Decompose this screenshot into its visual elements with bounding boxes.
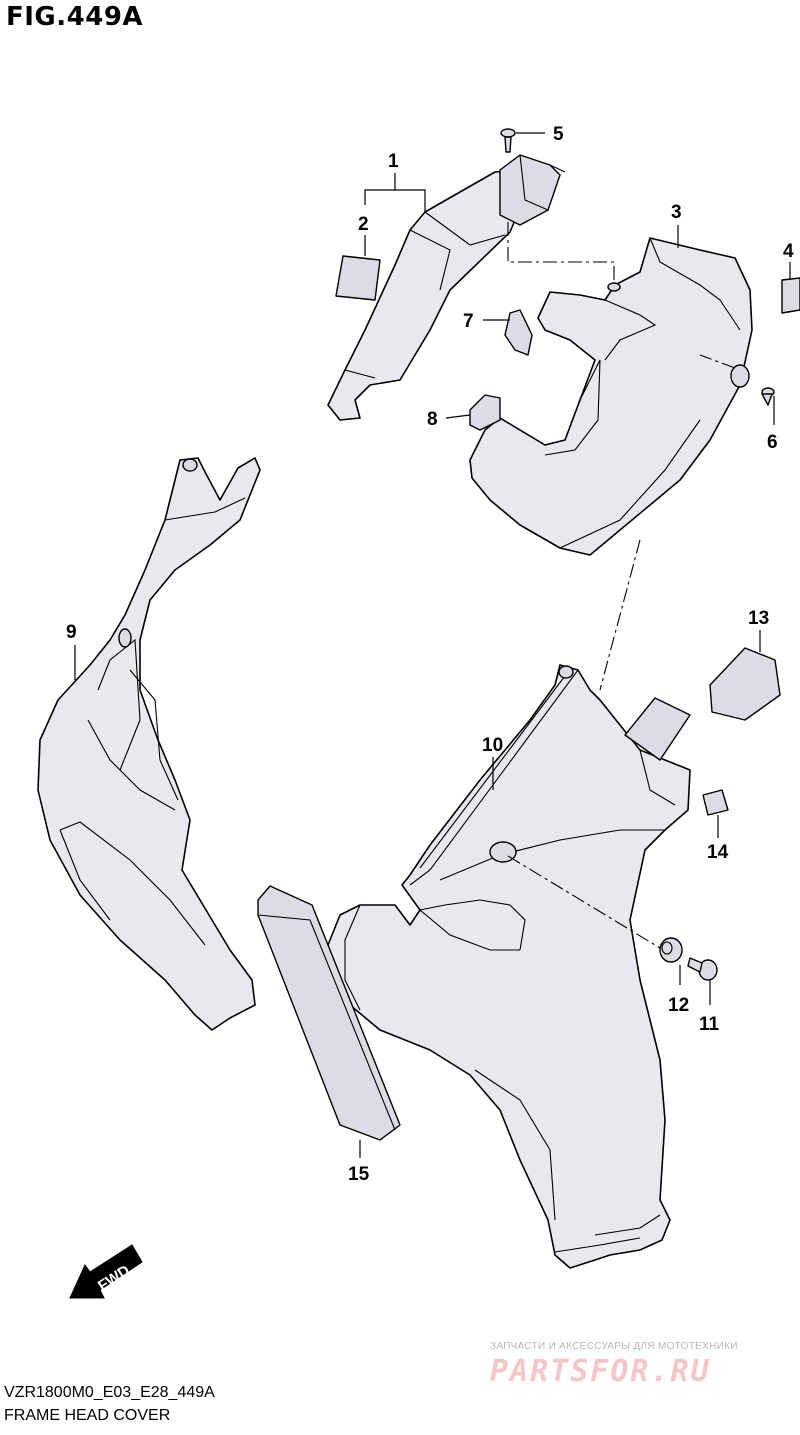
watermark-caption: ЗАПЧАСТИ И АКСЕССУАРЫ ДЛЯ МОТОТЕХНИКИ — [490, 1341, 738, 1352]
callout-7: 7 — [463, 311, 474, 332]
callout-labels: 1 2 3 4 5 6 7 8 9 10 11 12 13 14 15 — [66, 124, 794, 1185]
watermark-logo: PARTSFOR.RU — [490, 1354, 711, 1389]
part-7-pad[interactable] — [504, 309, 533, 356]
callout-4: 4 — [783, 241, 794, 262]
callout-1: 1 — [388, 151, 399, 172]
callout-11: 11 — [699, 1014, 720, 1035]
part-12-grommet[interactable] — [659, 937, 683, 963]
part-14-clip[interactable] — [702, 789, 729, 816]
callout-6: 6 — [767, 432, 778, 453]
part-1-tab — [499, 154, 566, 226]
callout-5: 5 — [553, 124, 564, 145]
part-11-bolt[interactable] — [687, 957, 718, 981]
figure-name: FRAME HEAD COVER — [4, 1407, 171, 1424]
part-2-pad[interactable] — [335, 255, 381, 301]
part-3-upper-cover[interactable] — [469, 237, 753, 556]
callout-14: 14 — [707, 842, 729, 863]
callout-13: 13 — [748, 608, 769, 629]
callout-8: 8 — [427, 409, 438, 430]
part-10-lower-cover[interactable] — [327, 664, 691, 1269]
part-6-screw[interactable] — [730, 364, 775, 406]
callout-10: 10 — [482, 735, 503, 756]
fwd-arrow-icon: FWD — [69, 1244, 143, 1299]
callout-3: 3 — [671, 202, 682, 223]
figure-code: VZR1800M0_E03_E28_449A — [4, 1384, 215, 1401]
part-5-screw[interactable] — [500, 128, 516, 153]
callout-12: 12 — [668, 995, 689, 1016]
leader-lines — [74, 132, 791, 1158]
callout-15: 15 — [348, 1164, 370, 1185]
callout-9: 9 — [66, 622, 77, 643]
part-9-left-cover[interactable] — [37, 457, 261, 1031]
figure-title: FIG.449A — [6, 2, 144, 32]
part-4-pad[interactable] — [781, 277, 800, 314]
assembly-lines — [507, 222, 736, 949]
callout-2: 2 — [358, 214, 369, 235]
part-8-pad[interactable] — [469, 394, 501, 431]
part-15-foam[interactable] — [257, 885, 401, 1141]
part-13-pad[interactable] — [709, 647, 781, 721]
